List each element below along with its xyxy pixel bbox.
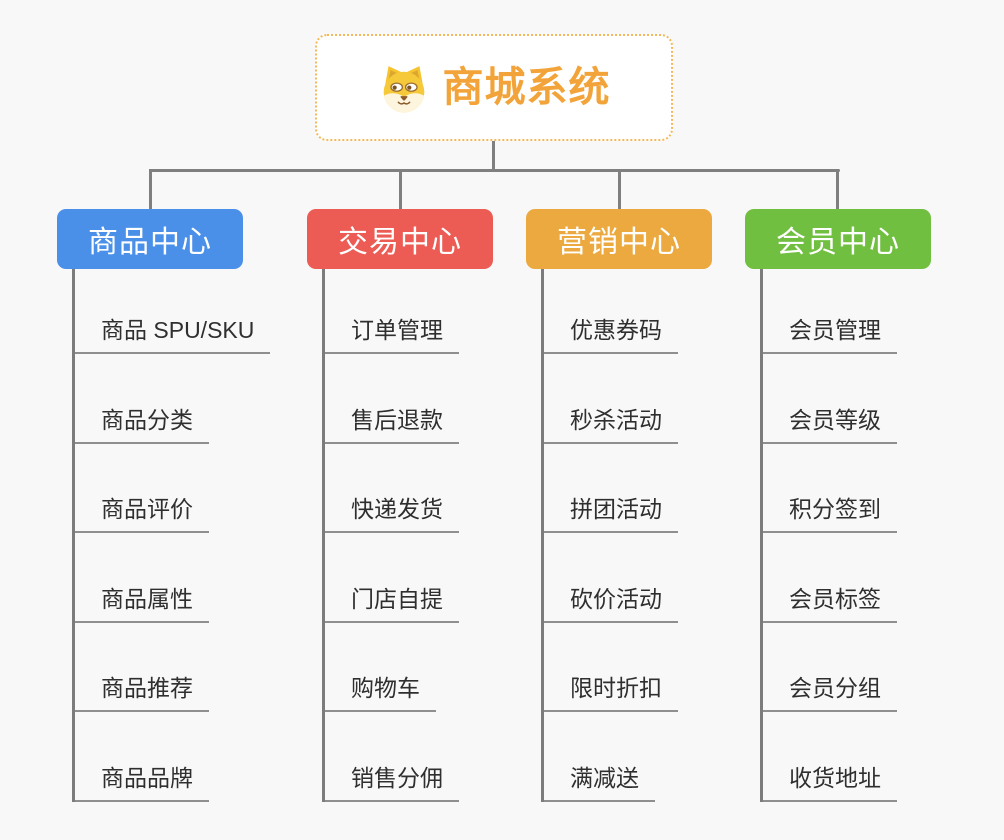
mindmap-item[interactable]: 商品分类 [75, 354, 209, 444]
shiba-dog-icon [383, 65, 424, 112]
mindmap-item[interactable]: 订单管理 [325, 269, 459, 354]
mindmap-item[interactable]: 拼团活动 [544, 444, 678, 533]
mindmap-item[interactable]: 会员分组 [763, 623, 897, 712]
mindmap-item[interactable]: 会员管理 [763, 269, 897, 354]
mindmap-item[interactable]: 门店自提 [325, 533, 459, 623]
mindmap-item[interactable]: 商品推荐 [75, 623, 209, 712]
mindmap-item[interactable]: 购物车 [325, 623, 436, 712]
connector-rail [149, 169, 840, 172]
mindmap-item[interactable]: 商品 SPU/SKU [75, 269, 271, 354]
branch-column-product-center: 商品中心 商品 SPU/SKU 商品分类 商品评价 商品属性 商品推荐 商品品牌 [57, 209, 307, 802]
branch-node-marketing-center[interactable]: 营销中心 [526, 209, 712, 269]
connector-drop-4 [836, 169, 839, 210]
root-node[interactable]: 商城系统 [315, 34, 673, 141]
mindmap-item[interactable]: 商品品牌 [75, 712, 209, 802]
mindmap-item[interactable]: 砍价活动 [544, 533, 678, 623]
branch-items-product-center: 商品 SPU/SKU 商品分类 商品评价 商品属性 商品推荐 商品品牌 [72, 269, 307, 802]
branch-column-trade-center: 交易中心 订单管理 售后退款 快递发货 门店自提 购物车 销售分佣 [307, 209, 557, 802]
mindmap-item[interactable]: 商品属性 [75, 533, 209, 623]
mindmap-item[interactable]: 快递发货 [325, 444, 459, 533]
mindmap-item[interactable]: 积分签到 [763, 444, 897, 533]
connector-drop-2 [399, 169, 402, 210]
mindmap-item[interactable]: 销售分佣 [325, 712, 459, 802]
connector-drop-1 [149, 169, 152, 210]
mindmap-item[interactable]: 收货地址 [763, 712, 897, 802]
branch-node-member-center[interactable]: 会员中心 [745, 209, 931, 269]
root-title: 商城系统 [442, 64, 611, 110]
branch-node-product-center[interactable]: 商品中心 [57, 209, 243, 269]
connector-drop-3 [618, 169, 621, 210]
mindmap-item[interactable]: 商品评价 [75, 444, 209, 533]
branch-items-marketing-center: 优惠券码 秒杀活动 拼团活动 砍价活动 限时折扣 满减送 [541, 269, 776, 802]
branch-column-member-center: 会员中心 会员管理 会员等级 积分签到 会员标签 会员分组 收货地址 [745, 209, 995, 802]
connector-root-drop [492, 141, 495, 172]
mindmap-item[interactable]: 秒杀活动 [544, 354, 678, 444]
branch-node-trade-center[interactable]: 交易中心 [307, 209, 493, 269]
mindmap-item[interactable]: 满减送 [544, 712, 655, 802]
branch-items-member-center: 会员管理 会员等级 积分签到 会员标签 会员分组 收货地址 [760, 269, 995, 802]
mindmap-item[interactable]: 会员标签 [763, 533, 897, 623]
mindmap-item[interactable]: 优惠券码 [544, 269, 678, 354]
mindmap-item[interactable]: 售后退款 [325, 354, 459, 444]
branch-items-trade-center: 订单管理 售后退款 快递发货 门店自提 购物车 销售分佣 [322, 269, 557, 802]
mindmap-item[interactable]: 限时折扣 [544, 623, 678, 712]
branch-column-marketing-center: 营销中心 优惠券码 秒杀活动 拼团活动 砍价活动 限时折扣 满减送 [526, 209, 776, 802]
mindmap-item[interactable]: 会员等级 [763, 354, 897, 444]
